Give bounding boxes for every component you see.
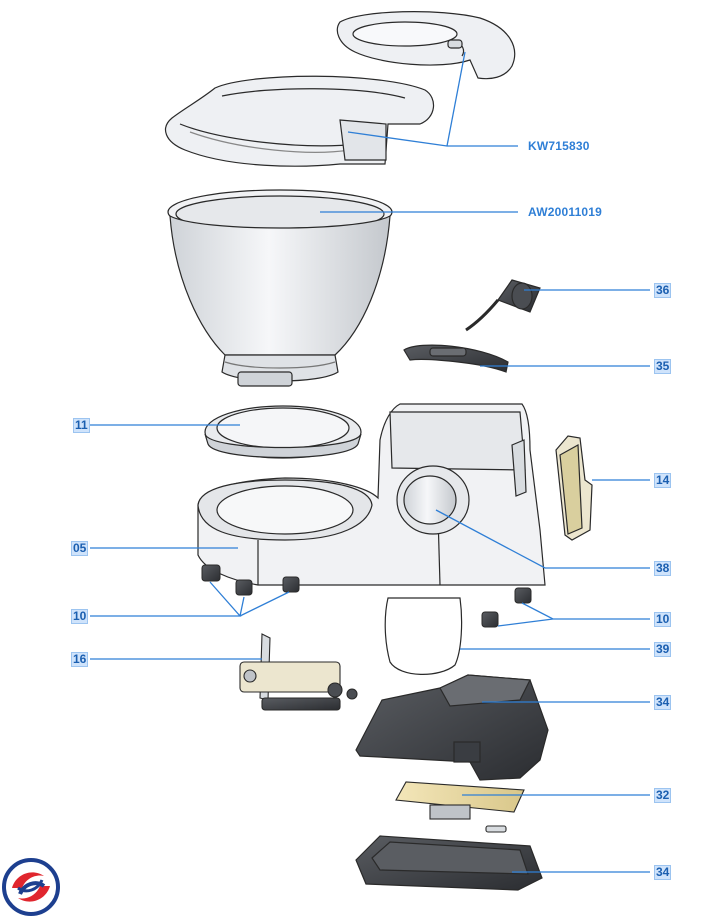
label-gasket: 39 — [654, 642, 672, 657]
top-splash-guard — [336, 11, 516, 80]
power-cord-plug — [465, 279, 541, 332]
label-bowl-seal: 11 — [73, 418, 90, 433]
front-rubber-feet — [201, 564, 300, 596]
drive-mechanism-assembly — [239, 633, 358, 711]
circuit-board — [395, 781, 525, 833]
rear-rubber-feet — [481, 587, 532, 628]
label-rear-feet: 10 — [654, 612, 672, 627]
leader-line-10-right — [497, 602, 650, 627]
label-front-feet: 10 — [71, 609, 89, 624]
bottom-base-plate — [355, 835, 543, 891]
label-handle: 35 — [654, 359, 672, 374]
side-cover-panel — [555, 435, 593, 541]
leader-line-38 — [435, 509, 650, 569]
label-circuit-board: 32 — [654, 788, 672, 803]
label-power-cord: 36 — [654, 283, 672, 298]
label-top-lid: KW715830 — [528, 139, 590, 153]
label-base-body: 05 — [71, 541, 89, 556]
bowl-seal-ring — [204, 405, 362, 459]
label-drive-mechanism: 16 — [71, 652, 89, 667]
mixing-bowl — [167, 189, 393, 387]
label-speed-knob: 38 — [654, 561, 672, 576]
bowl-lid — [164, 75, 434, 167]
leader-line-10-left — [90, 581, 290, 617]
label-lower-cover: 34 — [654, 695, 672, 710]
brand-logo-icon — [2, 858, 60, 916]
leader-line-kw715830-branch — [446, 51, 466, 147]
motor-housing-cover — [355, 674, 549, 781]
leader-lines — [90, 51, 650, 873]
label-bottom-plate: 34 — [654, 865, 672, 880]
label-side-cover: 14 — [654, 473, 672, 488]
handle-bar — [403, 344, 509, 373]
label-bowl: AW20011019 — [528, 205, 603, 219]
gasket-frame — [384, 597, 463, 675]
